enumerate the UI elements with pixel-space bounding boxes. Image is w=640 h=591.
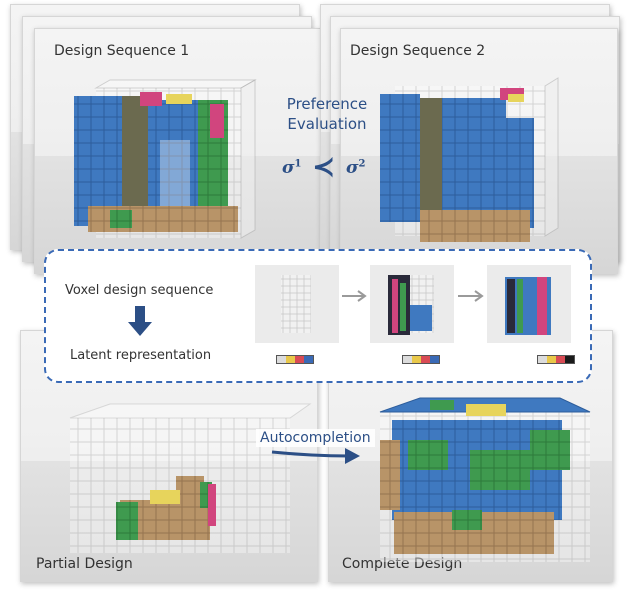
latent-bar-3-segment-3 <box>556 356 565 363</box>
sequence-2-voxel-model <box>380 77 559 242</box>
sigma-2: σ2 <box>346 158 366 178</box>
autocompletion-arrow <box>271 448 360 464</box>
sigma-1-symbol: σ <box>282 158 295 178</box>
sigma-2-symbol: σ <box>346 158 359 178</box>
latent-bar-2-segment-3 <box>421 356 430 363</box>
autocompletion-label: Autocompletion <box>256 429 375 447</box>
thumbnail-arrows <box>342 290 484 302</box>
sigma-1: σ1 <box>282 158 302 178</box>
partial-design-voxel-model <box>69 403 312 553</box>
precedes-symbol: ≺ <box>312 150 336 183</box>
latent-bar-1-segment-1 <box>277 356 286 363</box>
latent-down-arrow-icon <box>128 306 152 336</box>
latent-bar-2 <box>402 355 440 364</box>
sequence-1-title: Design Sequence 1 <box>54 43 190 59</box>
sigma-1-index: 1 <box>294 158 302 170</box>
voxel-thumbnail-full <box>487 265 571 343</box>
complete-design-voxel-model <box>379 397 591 562</box>
voxel-thumbnail-partial <box>370 265 454 343</box>
latent-bar-2-segment-2 <box>412 356 421 363</box>
voxel-thumbnail-empty <box>255 265 339 343</box>
latent-bar-3-segment-4 <box>565 356 574 363</box>
preference-evaluation-label: Preference Evaluation <box>272 94 382 134</box>
latent-bar-1 <box>276 355 314 364</box>
latent-bar-2-segment-4 <box>430 356 439 363</box>
latent-bar-3-segment-2 <box>547 356 556 363</box>
partial-design-title: Partial Design <box>36 556 133 572</box>
preference-line-2: Evaluation <box>287 115 367 133</box>
latent-bar-2-segment-1 <box>403 356 412 363</box>
sigma-2-index: 2 <box>358 158 366 170</box>
sequence-1-voxel-model <box>74 79 257 239</box>
latent-representation-label: Latent representation <box>70 348 212 363</box>
latent-bar-3-segment-1 <box>538 356 547 363</box>
preference-line-1: Preference <box>286 95 368 113</box>
latent-bar-3 <box>537 355 575 364</box>
latent-bar-1-segment-4 <box>304 356 313 363</box>
voxel-sequence-label: Voxel design sequence <box>65 283 214 298</box>
latent-bar-1-segment-3 <box>295 356 304 363</box>
sequence-2-title: Design Sequence 2 <box>350 43 486 59</box>
latent-bar-1-segment-2 <box>286 356 295 363</box>
